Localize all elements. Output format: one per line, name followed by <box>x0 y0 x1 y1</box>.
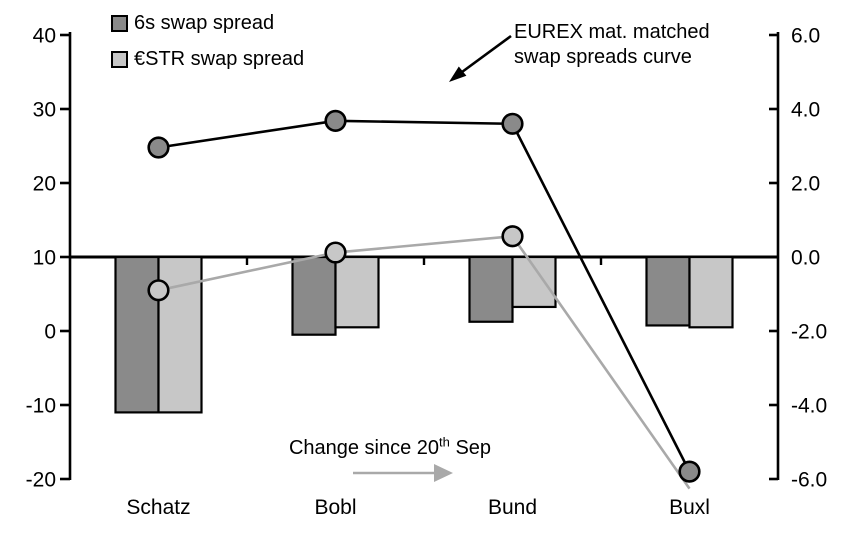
eurex-arrow-icon <box>449 34 512 82</box>
legend-label-estr: €STR swap spread <box>134 48 305 70</box>
bar-estr-bobl <box>334 255 380 329</box>
change-since-annotation: Change since 20th Sep <box>250 434 530 460</box>
bar-estr-bund <box>511 255 557 309</box>
marker-6s-level-bund <box>501 112 524 135</box>
legend-swatch-6s-icon <box>111 14 128 32</box>
bar-estr-schatz <box>157 255 203 414</box>
marker-estr-level-schatz <box>147 279 170 302</box>
legend-label-6s: 6s swap spread <box>134 12 275 34</box>
x-axis-label-bobl: Bobl <box>314 496 356 519</box>
bar-6s-buxl <box>645 255 691 327</box>
line-6s-level <box>158 119 691 473</box>
left-axis-tick-label: -10 <box>26 395 56 418</box>
bar-6s-schatz <box>114 255 160 414</box>
right-axis-tick-label: -2.0 <box>791 321 827 344</box>
bar-6s-bobl <box>291 255 337 336</box>
right-axis-tick-label: 0.0 <box>791 247 820 270</box>
eurex-curve-annotation: EUREX mat. matched swap spreads curve <box>514 21 710 68</box>
legend-swatch-estr-icon <box>111 50 128 68</box>
marker-6s-level-buxl <box>678 460 701 483</box>
right-axis-tick-label: -6.0 <box>791 469 827 492</box>
x-axis-label-schatz: Schatz <box>126 496 190 519</box>
bar-6s-bund <box>468 255 514 323</box>
left-axis-tick-label: 40 <box>33 25 56 48</box>
change-arrow-icon <box>353 464 453 482</box>
change-annotation-superscript: th <box>439 434 450 450</box>
change-annotation-text: Change since 20 <box>288 437 440 459</box>
legend: 6s swap spread €STR swap spread <box>111 8 304 80</box>
line-estr-level <box>158 234 691 490</box>
marker-estr-level-bobl <box>324 241 347 264</box>
change-annotation-suffix: Sep <box>449 437 492 459</box>
right-axis-tick-label: 2.0 <box>791 173 820 196</box>
left-axis-tick-label: 30 <box>33 99 56 122</box>
right-axis-tick-label: 6.0 <box>791 25 820 48</box>
left-axis-tick-label: 20 <box>33 173 56 196</box>
right-axis-tick-label: 4.0 <box>791 99 820 122</box>
marker-6s-level-schatz <box>147 136 170 159</box>
bar-estr-buxl <box>688 255 734 329</box>
marker-estr-level-bund <box>501 225 524 248</box>
left-axis-tick-label: -20 <box>26 469 56 492</box>
right-axis-tick-label: -4.0 <box>791 395 827 418</box>
legend-item-estr: €STR swap spread <box>111 44 304 74</box>
left-axis-tick-label: 10 <box>33 247 56 270</box>
left-axis-tick-label: 0 <box>44 321 56 344</box>
legend-item-6s: 6s swap spread <box>111 8 304 38</box>
x-axis-label-bund: Bund <box>488 496 537 519</box>
x-axis-label-buxl: Buxl <box>669 496 710 519</box>
marker-6s-level-bobl <box>324 109 347 132</box>
